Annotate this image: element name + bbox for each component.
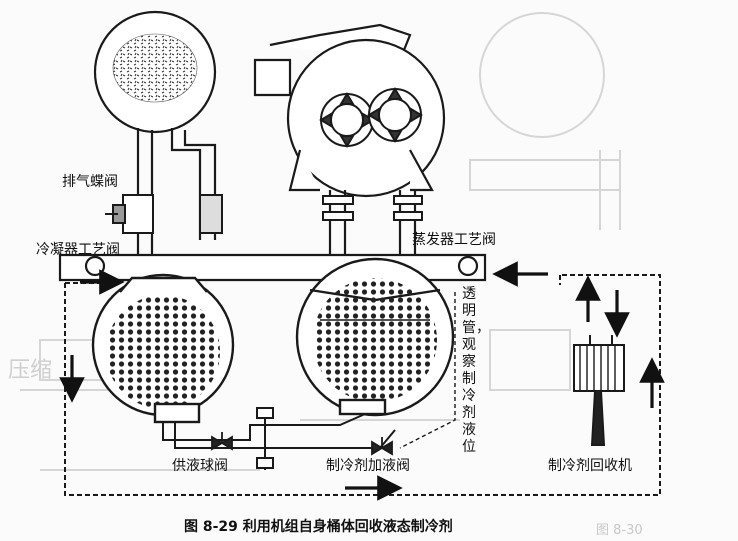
- label-evaporator-valve: 蒸发器工艺阀: [412, 232, 496, 248]
- sight-glass-tube: [399, 292, 456, 449]
- label-sight-glass-note: 透明管，观察制冷剂液位: [462, 286, 490, 455]
- evaporator-shell: [295, 257, 455, 417]
- ghost-next-caption: 图 8-30: [596, 523, 643, 538]
- label-condenser-valve: 冷凝器工艺阀: [36, 242, 120, 258]
- recovery-machine: [573, 335, 625, 446]
- figure-caption: 图 8-29 利用机组自身桶体回收液态制冷剂: [184, 519, 453, 535]
- label-charging-valve: 制冷剂加液阀: [326, 458, 410, 474]
- exhaust-butterfly-valve: [105, 194, 223, 234]
- condenser-top-sphere: [93, 10, 217, 134]
- compressor-gear-left: [319, 92, 375, 148]
- compressor-gear-right: [367, 87, 423, 143]
- pipe-flanges: [322, 195, 423, 221]
- label-exhaust-valve: 排气蝶阀: [62, 174, 118, 190]
- flow-arrows: [59, 261, 665, 501]
- supply-float-valve: [211, 432, 233, 451]
- label-recovery-machine: 制冷剂回收机: [548, 458, 632, 474]
- ghost-stray-word: 压缩: [8, 358, 53, 383]
- condenser-shell: [91, 273, 235, 424]
- label-supply-float-valve: 供液球阀: [172, 458, 228, 474]
- charging-valve: [371, 437, 393, 456]
